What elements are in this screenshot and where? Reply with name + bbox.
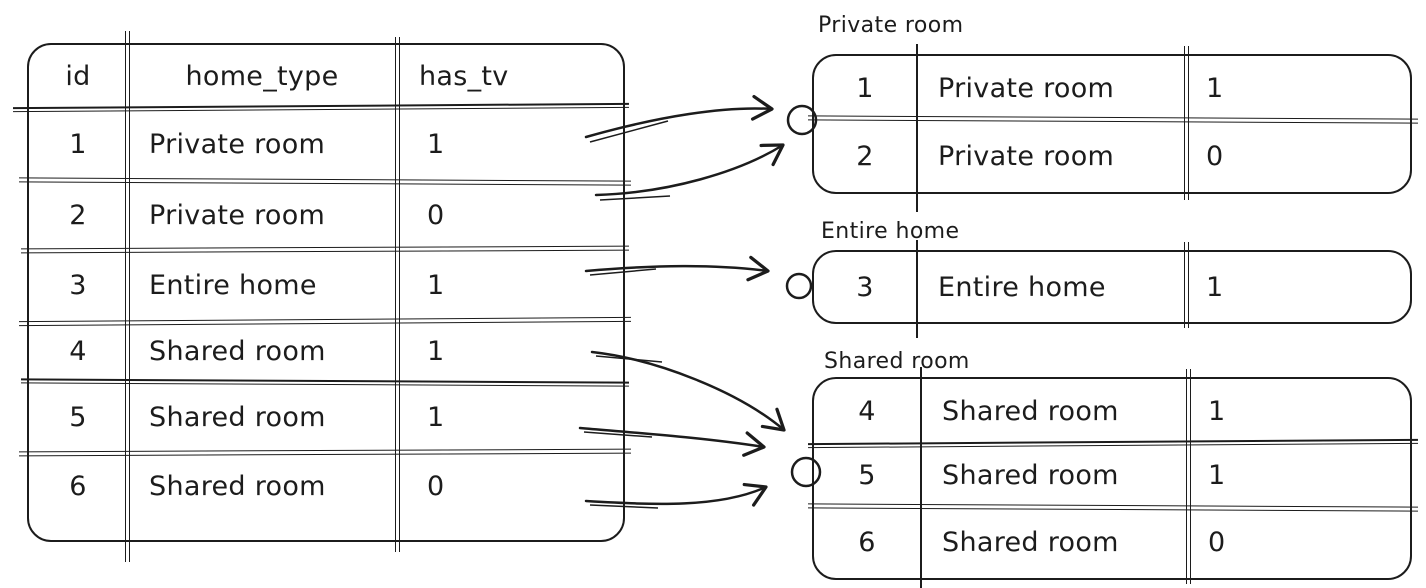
row-cell-home-type: Private room bbox=[149, 199, 326, 231]
header-cell-home-type: home_type bbox=[185, 60, 339, 92]
row-cell-has-tv: 1 bbox=[1208, 396, 1226, 427]
row-cell-has-tv: 0 bbox=[1206, 140, 1224, 172]
row-cell-has-tv: 1 bbox=[427, 128, 445, 160]
column-divider bbox=[920, 367, 923, 588]
row-cell-has-tv: 1 bbox=[427, 336, 445, 367]
group-label-entire-home: Entire home bbox=[821, 219, 960, 244]
column-divider bbox=[1184, 46, 1189, 200]
row-cell-id: 4 bbox=[858, 396, 876, 427]
column-divider bbox=[916, 44, 919, 212]
row-cell-id: 3 bbox=[69, 269, 87, 301]
row-cell-has-tv: 1 bbox=[427, 269, 445, 301]
row-cell-has-tv: 0 bbox=[427, 470, 445, 502]
row-cell-home-type: Private room bbox=[938, 72, 1115, 104]
row-cell-home-type: Shared room bbox=[149, 401, 326, 433]
row-cell-home-type: Shared room bbox=[942, 527, 1119, 558]
row-cell-home-type: Shared room bbox=[942, 396, 1119, 427]
row-cell-home-type: Shared room bbox=[942, 460, 1119, 491]
row-cell-id: 6 bbox=[858, 527, 876, 558]
row-cell-has-tv: 1 bbox=[1206, 72, 1224, 104]
row-cell-home-type: Entire home bbox=[938, 271, 1106, 303]
row-cell-home-type: Entire home bbox=[149, 269, 317, 301]
column-divider bbox=[125, 31, 130, 562]
group-table-entire-home: 3 Entire home 1 bbox=[812, 240, 1412, 338]
column-divider bbox=[1184, 242, 1189, 328]
row-cell-id: 3 bbox=[856, 271, 874, 303]
row-cell-home-type: Shared room bbox=[149, 470, 326, 502]
row-cell-has-tv: 0 bbox=[427, 199, 445, 231]
row-cell-id: 5 bbox=[69, 401, 87, 433]
row-cell-has-tv: 1 bbox=[1208, 460, 1226, 491]
header-cell-id: id bbox=[65, 60, 91, 92]
column-divider bbox=[395, 37, 400, 552]
group-table-shared-room: 4 Shared room 1 5 Shared room 1 6 Shared… bbox=[807, 367, 1419, 588]
header-cell-has-tv: has_tv bbox=[419, 60, 509, 92]
row-cell-id: 6 bbox=[69, 470, 87, 502]
row-cell-has-tv: 1 bbox=[427, 401, 445, 433]
row-cell-has-tv: 0 bbox=[1208, 527, 1226, 558]
row-cell-id: 1 bbox=[69, 128, 87, 160]
row-cell-home-type: Private room bbox=[938, 140, 1115, 172]
group-table-private-room: 1 Private room 1 2 Private room 0 bbox=[807, 44, 1419, 212]
row-cell-id: 2 bbox=[856, 140, 874, 172]
source-table: id home_type has_tv 1 Private room 1 2 P… bbox=[12, 31, 632, 562]
column-divider bbox=[1186, 369, 1191, 584]
connector-dot-entire-home bbox=[785, 272, 813, 300]
group-label-shared-room: Shared room bbox=[824, 349, 970, 374]
row-cell-home-type: Shared room bbox=[149, 336, 326, 367]
group-label-private-room: Private room bbox=[818, 13, 964, 38]
column-divider bbox=[916, 240, 919, 338]
row-cell-has-tv: 1 bbox=[1206, 271, 1224, 303]
row-cell-home-type: Private room bbox=[149, 128, 326, 160]
row-cell-id: 2 bbox=[69, 199, 87, 231]
row-cell-id: 5 bbox=[858, 460, 876, 491]
row-cell-id: 4 bbox=[69, 336, 87, 367]
row-cell-id: 1 bbox=[856, 72, 874, 104]
